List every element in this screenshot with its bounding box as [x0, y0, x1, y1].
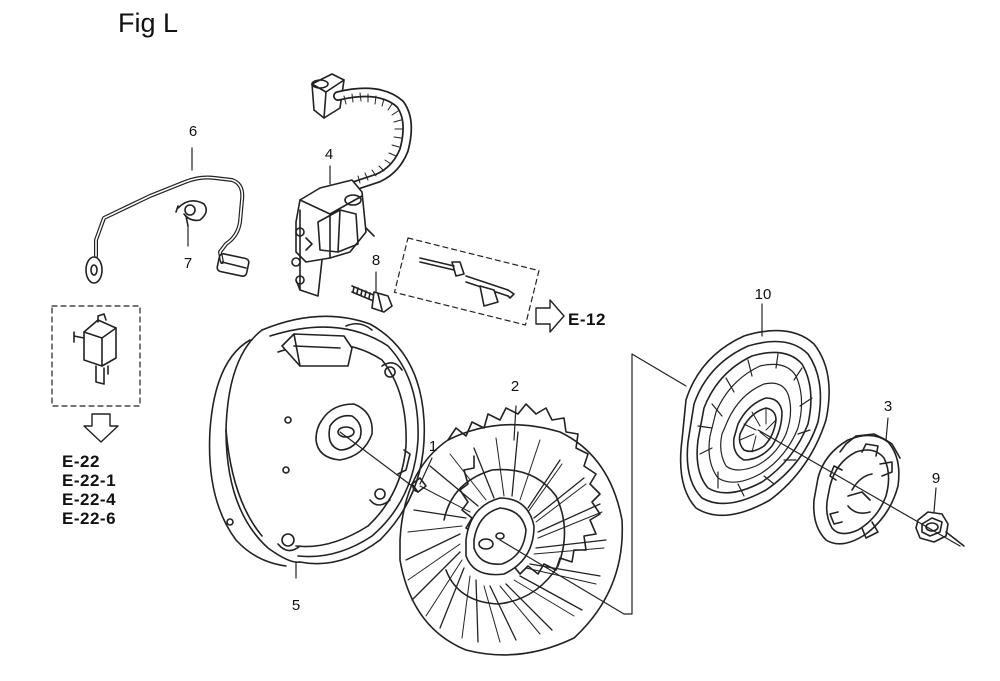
- ignition-coil: [291, 73, 413, 297]
- ref-e22-6: E-22-6: [62, 509, 117, 528]
- ref-arrow-e22: [83, 413, 119, 443]
- callout-3: 3: [883, 398, 893, 415]
- flange-nut: [915, 511, 965, 547]
- ref-e22-1: E-22-1: [62, 471, 117, 490]
- callout-2: 2: [510, 378, 520, 395]
- figure-title: Fig L: [118, 8, 179, 38]
- callout-10: 10: [754, 286, 772, 303]
- ref-arrow-e12: [535, 299, 565, 333]
- callout-1: 1: [428, 438, 438, 455]
- leader-lines: [187, 147, 961, 615]
- coil-bolt: [351, 285, 393, 313]
- ref-e22-group: E-22 E-22-1 E-22-4 E-22-6: [62, 452, 116, 528]
- callout-5: 5: [291, 597, 301, 614]
- ref-e22: E-22: [62, 452, 100, 471]
- wire-clamp: [175, 200, 208, 227]
- starter-pulley: [812, 433, 901, 545]
- callout-9: 9: [931, 470, 941, 487]
- woodruff-key: [411, 477, 427, 493]
- stop-wire: [85, 175, 250, 284]
- fan-cover: [679, 329, 830, 517]
- flywheel-fan: [399, 403, 624, 656]
- callout-6: 6: [188, 123, 198, 140]
- callout-8: 8: [371, 252, 381, 269]
- callout-4: 4: [324, 146, 334, 163]
- ref-e12: E-12: [568, 310, 606, 329]
- flywheel-shroud: [208, 315, 426, 567]
- coil-mounting-bolts: [393, 237, 540, 326]
- ref-e22-4: E-22-4: [62, 490, 117, 509]
- switch-unit: [51, 305, 141, 407]
- callout-7: 7: [183, 255, 193, 272]
